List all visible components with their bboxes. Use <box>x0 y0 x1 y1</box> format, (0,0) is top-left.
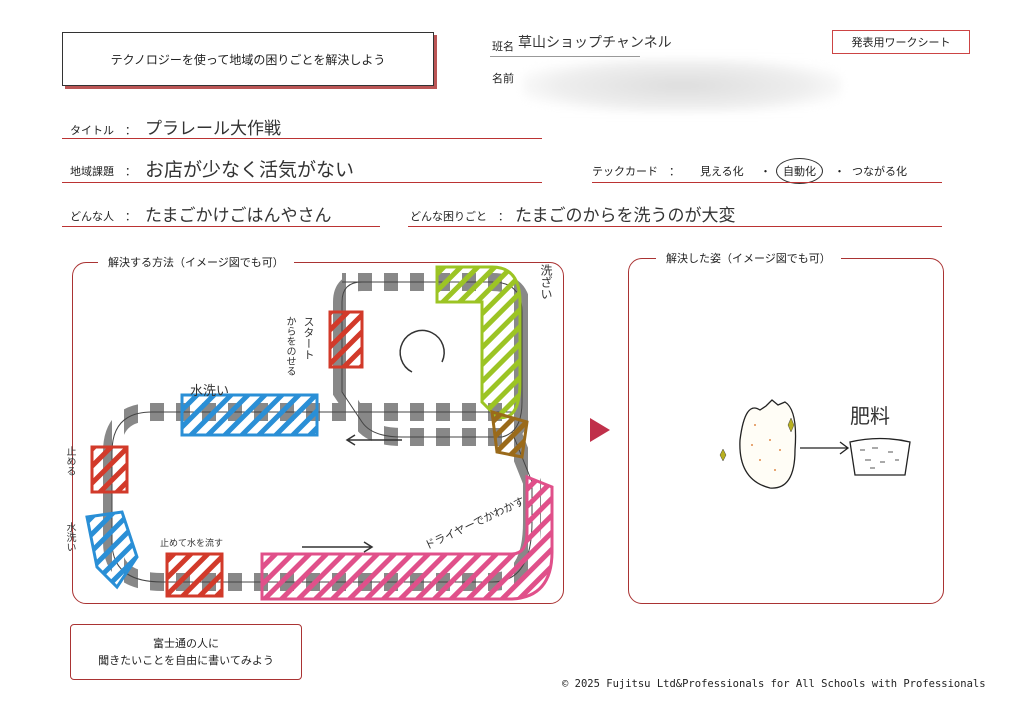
problem-value: たまごのからを洗うのが大変 <box>515 206 736 226</box>
arrow-right-icon <box>800 441 850 455</box>
label-detergent: 洗ざい <box>539 264 553 300</box>
label-stop-2: 止めて水を流す <box>160 539 224 549</box>
fertilizer-grains <box>860 447 899 469</box>
fertilizer-bowl <box>849 437 911 476</box>
sparkle-icon <box>787 417 795 433</box>
stop-station-2 <box>165 552 224 598</box>
who-value: たまごかけごはんやさん <box>145 206 332 226</box>
team-label: 班名 <box>492 40 514 53</box>
techcard-label: テックカード ： <box>592 165 680 178</box>
issue-label: 地域課題 ： <box>70 165 136 178</box>
techcard-automation-selected: 自動化 <box>776 158 823 184</box>
title-value: プラレール大作戦 <box>145 119 281 139</box>
title-label: タイトル ： <box>70 124 136 137</box>
techcard-underline <box>592 182 942 183</box>
next-arrow-icon <box>590 418 610 442</box>
method-panel-title: 解決する方法（イメージ図でも可） <box>98 254 294 270</box>
techcard-connect: つながる化 <box>852 165 907 178</box>
left-arrow-icon <box>345 434 402 446</box>
redacted-name <box>522 58 842 113</box>
who-label: どんな人 ： <box>70 210 136 223</box>
fertilizer-label: 肥料 <box>850 404 890 428</box>
problem-underline <box>408 226 942 227</box>
rotation-arrow-icon <box>399 329 445 373</box>
title-underline <box>62 138 542 139</box>
label-start: スタート <box>302 316 315 360</box>
label-load: からをのせる <box>284 316 295 376</box>
shell-speckles <box>751 424 781 471</box>
label-stop-1: 止める <box>64 446 75 476</box>
team-value: 草山ショップチャンネル <box>518 35 672 51</box>
problem-label: どんな困りごと ： <box>410 210 509 223</box>
techcard-visualize: 見える化 <box>700 165 744 178</box>
question-line-1: 富士通の人に <box>153 637 219 650</box>
question-bubble: 富士通の人に 聞きたいことを自由に書いてみよう <box>70 624 302 680</box>
issue-value: お店が少なく活気がない <box>145 159 355 181</box>
eggshell-drawing <box>739 399 797 489</box>
crush-station <box>490 409 529 459</box>
label-rinse-1: 水洗い <box>190 384 230 399</box>
result-panel-title: 解決した姿（イメージ図でも可） <box>656 250 841 266</box>
theme-box: テクノロジーを使って地域の困りごとを解決しよう <box>62 32 434 86</box>
result-drawing <box>719 399 911 489</box>
name-label: 名前 <box>492 70 514 86</box>
dryer-station <box>260 474 554 601</box>
detergent-station <box>435 265 522 420</box>
start-station <box>328 310 364 369</box>
stop-station-1 <box>90 445 129 494</box>
question-line-2: 聞きたいことを自由に書いてみよう <box>98 654 274 667</box>
rinse-station <box>180 393 319 437</box>
right-arrow-icon <box>302 541 374 553</box>
label-rinse-2: 水洗い <box>64 522 75 552</box>
method-panel <box>72 262 564 604</box>
separator-dot: ・ <box>760 165 771 178</box>
who-underline <box>62 226 380 227</box>
method-drawing <box>85 265 554 601</box>
sparkle-icon <box>719 448 727 462</box>
separator-dot: ・ <box>834 165 845 178</box>
issue-underline <box>62 182 542 183</box>
worksheet-badge: 発表用ワークシート <box>832 30 970 54</box>
team-underline <box>490 56 640 57</box>
copyright: © 2025 Fujitsu Ltd&Professionals for All… <box>562 678 986 690</box>
rinse-station-2 <box>85 510 139 590</box>
theme-text: テクノロジーを使って地域の困りごとを解決しよう <box>110 52 386 67</box>
